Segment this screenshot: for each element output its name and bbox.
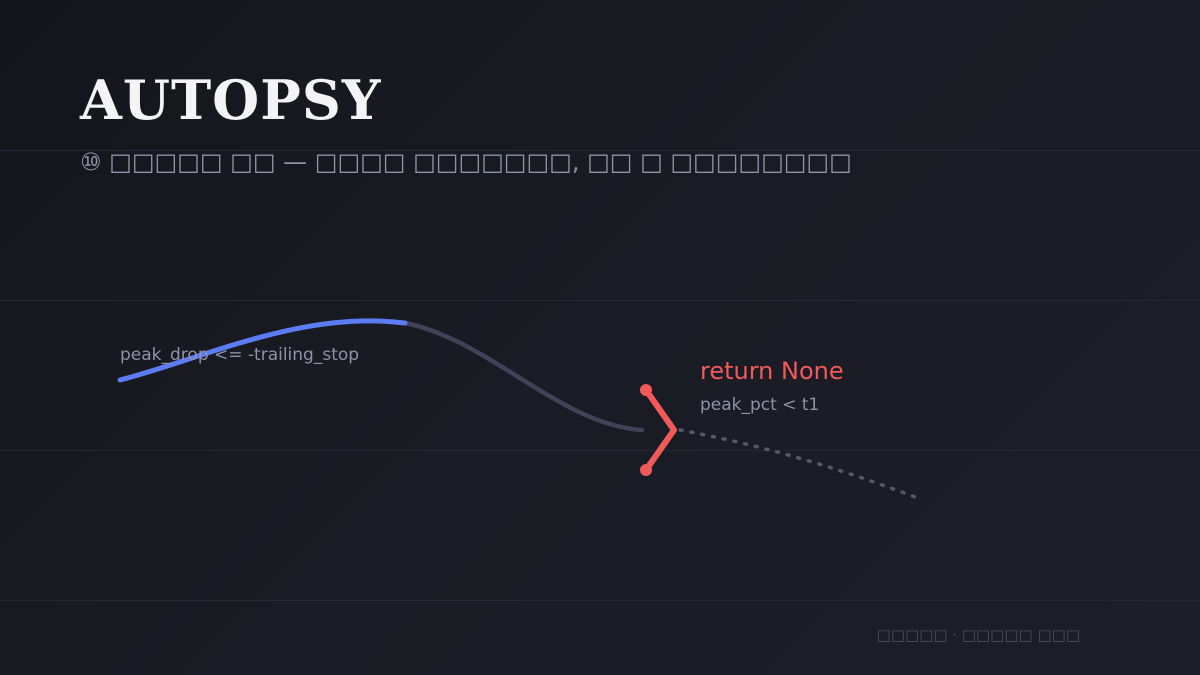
projected-dotted-path [678,428,917,499]
grid-line [0,300,1200,301]
slide-title: AUTOPSY [80,68,382,132]
condition-label: peak_drop <= -trailing_stop [120,345,359,365]
grid-line [0,150,1200,151]
return-none-label: return None [700,357,844,385]
inactive-path-segment [402,320,645,433]
slide-subtitle: ⑩ □□□□□ □□ — □□□□ □□□□□□□, □□ □ □□□□□□□□ [80,148,852,176]
grid-line [0,600,1200,601]
active-path-segment [117,318,408,383]
slide-footer: □□□□□ · □□□□□ □□□ [876,626,1080,644]
grid-line [0,450,1200,451]
cutoff-chevron-icon [640,384,677,476]
guard-condition-label: peak_pct < t1 [700,395,819,415]
